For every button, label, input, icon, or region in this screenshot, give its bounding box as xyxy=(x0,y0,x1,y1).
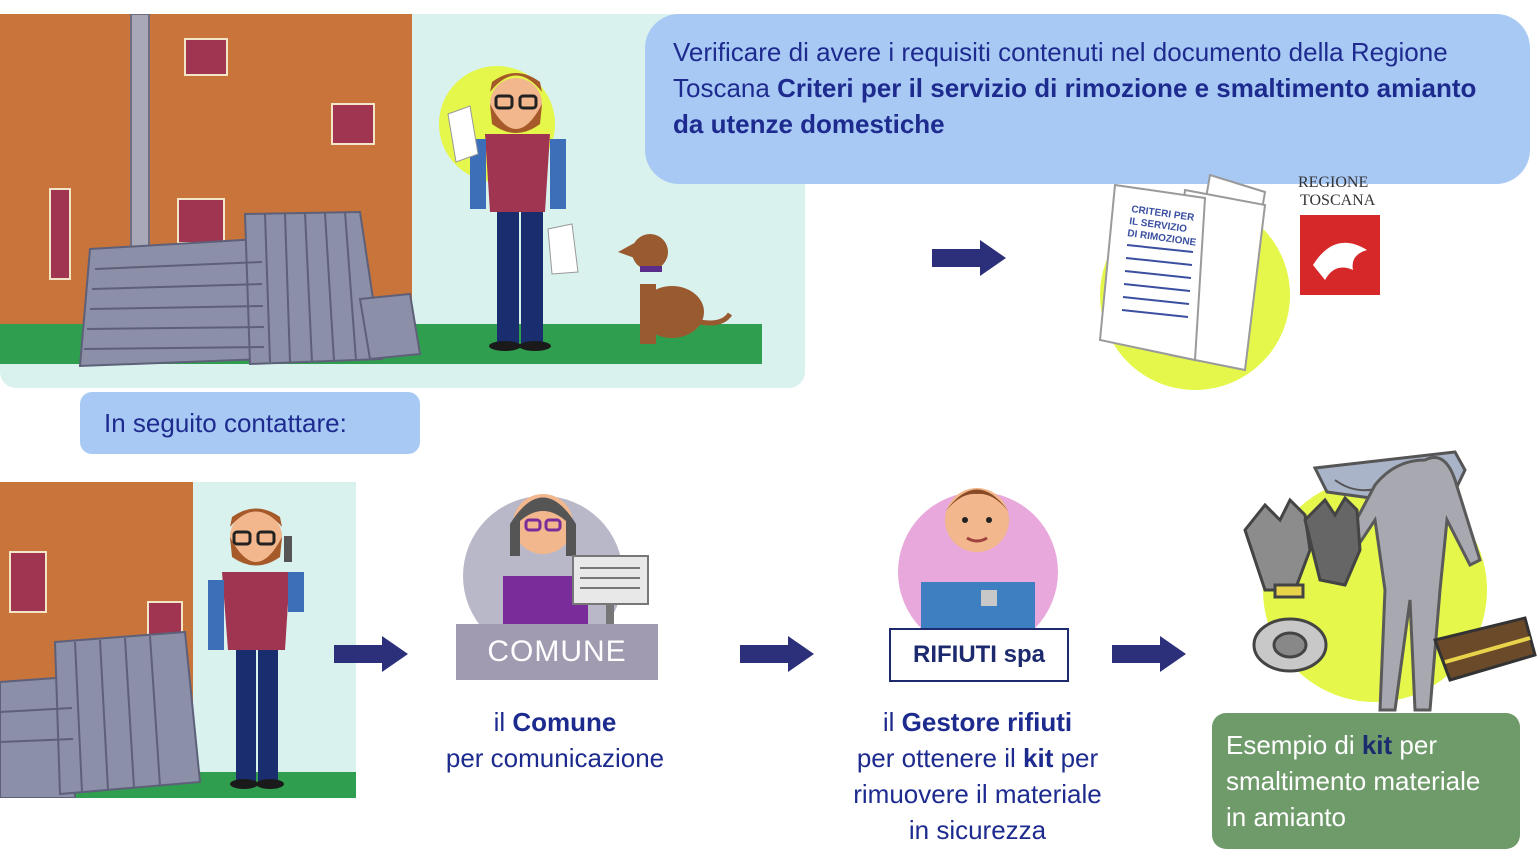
comune-caption: il Comune per comunicazione xyxy=(400,704,710,776)
comune-caption-line1: il Comune xyxy=(493,707,617,737)
rifiuti-label: RIFIUTI spa xyxy=(889,628,1069,682)
arrow-right-icon xyxy=(932,240,1006,276)
comune-label: COMUNE xyxy=(456,624,658,680)
man-figure xyxy=(447,73,579,351)
requirements-callout: Verificare di avere i requisiti contenut… xyxy=(645,14,1530,184)
gestore-caption-line3: rimuovere il materiale xyxy=(853,779,1102,809)
mask-icon xyxy=(1252,617,1328,673)
gestore-caption-line2: per ottenere il kit per xyxy=(856,743,1099,773)
coverall-icon xyxy=(1332,456,1482,712)
bottom-scene-illustration xyxy=(0,482,356,798)
region-logo-line1: REGIONE xyxy=(1298,174,1369,191)
document-illustration: CRITERI PER IL SERVIZIO DI RIMOZIONE xyxy=(1098,173,1380,390)
gestore-caption-line4: in sicurezza xyxy=(908,815,1047,845)
callout-text: Verificare di avere i requisiti contenut… xyxy=(673,37,1448,103)
kit-example-box: Esempio di kit per smaltimento materiale… xyxy=(1212,713,1520,849)
contact-badge: In seguito contattare: xyxy=(80,392,420,454)
kit-line1: Esempio di kit per xyxy=(1226,730,1437,760)
comune-caption-line2: per comunicazione xyxy=(445,743,665,773)
callout-bold-text: Criteri per il servizio di rimozione e s… xyxy=(673,73,1477,139)
arrow-right-icon xyxy=(740,636,814,672)
arrow-right-icon xyxy=(334,636,408,672)
arrow-right-icon xyxy=(1112,636,1186,672)
kit-illustration xyxy=(1243,450,1537,712)
man-on-phone-figure xyxy=(208,508,304,789)
glove-icon xyxy=(1243,495,1362,599)
kit-line3: in amianto xyxy=(1226,802,1346,832)
gestore-caption: il Gestore rifiuti per ottenere il kit p… xyxy=(800,704,1155,848)
drain-pipe xyxy=(130,14,150,265)
gestore-operator-illustration xyxy=(898,488,1058,632)
comune-operator-illustration xyxy=(463,494,649,626)
gestore-caption-line1: il Gestore rifiuti xyxy=(882,707,1073,737)
asbestos-sheets xyxy=(78,210,422,368)
kit-line2: smaltimento materiale xyxy=(1226,766,1481,796)
region-logo-line2: TOSCANA xyxy=(1300,192,1376,209)
top-scene-illustration xyxy=(0,14,805,388)
bag-icon xyxy=(1433,616,1537,682)
dog-figure xyxy=(618,234,733,344)
